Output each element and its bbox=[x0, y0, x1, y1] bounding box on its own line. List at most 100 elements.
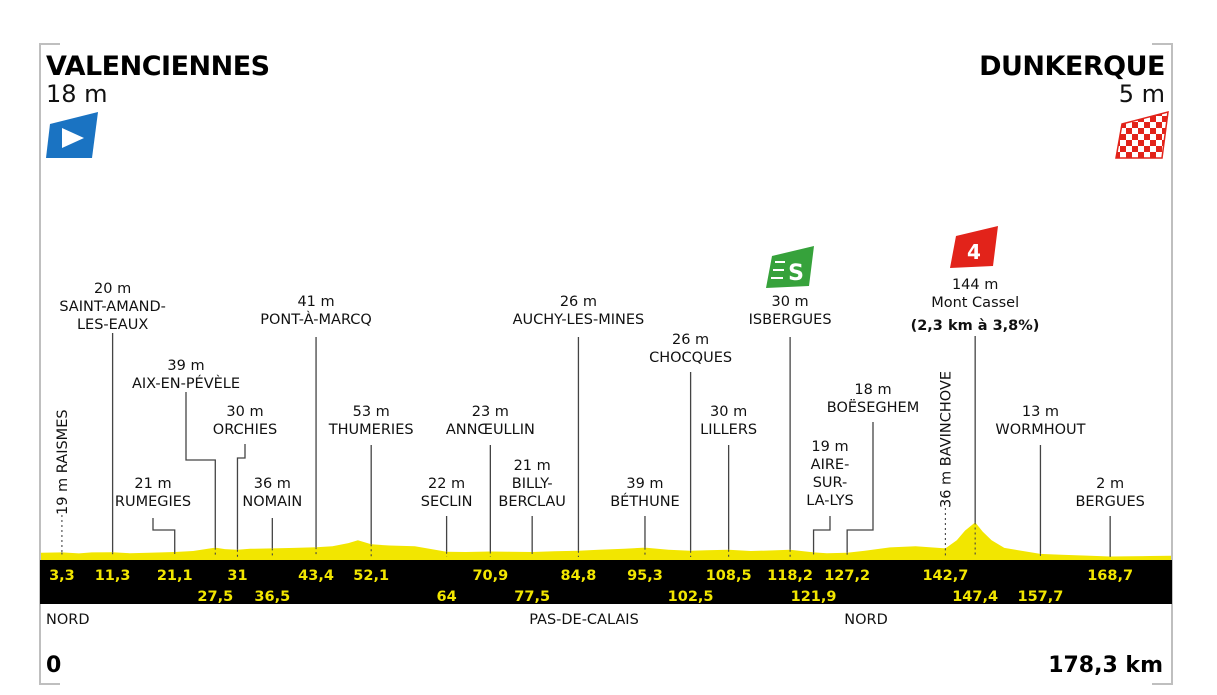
waypoint-altitude: 30 m bbox=[772, 294, 809, 310]
start-town: VALENCIENNES bbox=[46, 51, 270, 82]
start-altitude: 18 m bbox=[46, 80, 108, 108]
waypoint-altitude: 39 m bbox=[167, 358, 204, 374]
waypoint-pole bbox=[185, 392, 216, 548]
waypoint-name: BILLY- bbox=[512, 476, 553, 492]
waypoint-name: BERCLAU bbox=[498, 494, 566, 510]
km-label: 64 bbox=[437, 589, 457, 605]
km-label: 102,5 bbox=[668, 589, 714, 605]
waypoint-altitude: 13 m bbox=[1022, 404, 1059, 420]
waypoint-pole bbox=[846, 422, 874, 553]
waypoint-pole bbox=[152, 518, 176, 552]
waypoint-name: Mont Cassel bbox=[931, 295, 1019, 311]
waypoint-name: AUCHY-LES-MINES bbox=[513, 312, 645, 328]
waypoint-name: ISBERGUES bbox=[749, 312, 832, 328]
finish-flag-check bbox=[1120, 152, 1126, 158]
km-label: 147,4 bbox=[952, 589, 998, 605]
waypoint-name: NOMAIN bbox=[242, 494, 302, 510]
waypoint-name: ANNŒULLIN bbox=[446, 422, 535, 438]
km-label: 84,8 bbox=[561, 568, 597, 584]
km-label: 11,3 bbox=[95, 568, 131, 584]
finish-flag-check bbox=[1144, 140, 1150, 146]
km-label: 77,5 bbox=[514, 589, 550, 605]
waypoint-name: BÉTHUNE bbox=[610, 493, 680, 510]
finish-flag-check bbox=[1156, 140, 1162, 146]
climb-detail: (2,3 km à 3,8%) bbox=[911, 318, 1040, 334]
finish-flag-check bbox=[1162, 112, 1168, 116]
waypoint-vertical-label: 19 m RAISMES bbox=[55, 409, 71, 515]
frame-right bbox=[1152, 43, 1173, 685]
waypoint-altitude: 21 m bbox=[134, 476, 171, 492]
km-ticks bbox=[61, 522, 1111, 557]
climb-category-flag-icon: 4 bbox=[950, 226, 998, 268]
waypoint-altitude: 22 m bbox=[428, 476, 465, 492]
sprint-badge: S bbox=[788, 261, 804, 286]
waypoint-altitude: 26 m bbox=[672, 332, 709, 348]
waypoint-name: THUMERIES bbox=[328, 422, 414, 438]
km-label: 43,4 bbox=[298, 568, 334, 584]
waypoint-altitude: 23 m bbox=[472, 404, 509, 420]
waypoint-name: PONT-À-MARCQ bbox=[260, 311, 372, 328]
waypoint-pole bbox=[812, 516, 831, 553]
finish-flag-check bbox=[1132, 128, 1138, 134]
km-label: 157,7 bbox=[1018, 589, 1064, 605]
waypoint-altitude: 30 m bbox=[710, 404, 747, 420]
waypoint-altitude: 26 m bbox=[560, 294, 597, 310]
km-label: 95,3 bbox=[627, 568, 663, 584]
finish-flag-check bbox=[1156, 152, 1162, 158]
region-nord-start: NORD bbox=[46, 612, 90, 628]
waypoint-poles bbox=[61, 333, 1111, 557]
finish-flag-check bbox=[1132, 152, 1138, 158]
km-label: 168,7 bbox=[1087, 568, 1133, 584]
waypoint-name: RUMEGIES bbox=[115, 494, 191, 510]
region-pas-de-calais: PAS-DE-CALAIS bbox=[529, 612, 639, 628]
km-label: 108,5 bbox=[706, 568, 752, 584]
waypoint-altitude: 20 m bbox=[94, 281, 131, 297]
waypoint-altitude: 36 m bbox=[254, 476, 291, 492]
finish-flag-check bbox=[1138, 146, 1144, 152]
km-label: 70,9 bbox=[472, 568, 508, 584]
waypoint-altitude: 21 m bbox=[514, 458, 551, 474]
start-flag-icon bbox=[46, 112, 98, 158]
waypoint-altitude: 19 m bbox=[811, 439, 848, 455]
finish-flag-check bbox=[1116, 112, 1120, 116]
finish-flag-check bbox=[1150, 134, 1156, 140]
waypoint-name: SUR- bbox=[813, 475, 848, 491]
waypoint-name: SECLIN bbox=[421, 494, 473, 510]
finish-flag-check bbox=[1126, 134, 1132, 140]
elevation-profile-area bbox=[41, 522, 1171, 560]
finish-flag-check bbox=[1150, 122, 1156, 128]
waypoint-vertical-label: 36 m BAVINCHOVE bbox=[938, 371, 954, 508]
finish-flag-check bbox=[1138, 134, 1144, 140]
waypoint-altitude: 2 m bbox=[1096, 476, 1124, 492]
waypoint-altitude: 41 m bbox=[297, 294, 334, 310]
waypoint-altitude: 53 m bbox=[353, 404, 390, 420]
waypoint-name: LES-EAUX bbox=[77, 317, 148, 333]
finish-flag-check bbox=[1116, 122, 1120, 128]
finish-flag-check bbox=[1138, 112, 1144, 116]
waypoint-name: BERGUES bbox=[1075, 494, 1144, 510]
waypoint-name: AIX-EN-PÉVÈLE bbox=[132, 375, 240, 392]
sprint-flag-icon: S bbox=[766, 246, 814, 288]
finish-flag-check bbox=[1150, 146, 1156, 152]
finish-flag-check bbox=[1120, 128, 1126, 134]
finish-flag-check bbox=[1132, 140, 1138, 146]
waypoint-altitude: 18 m bbox=[854, 382, 891, 398]
finish-town: DUNKERQUE bbox=[979, 51, 1165, 82]
km-label: 3,3 bbox=[49, 568, 75, 584]
climb-badge: 4 bbox=[967, 240, 981, 264]
finish-flag-check bbox=[1162, 122, 1168, 128]
finish-flag-check bbox=[1120, 140, 1126, 146]
region-nord-end: NORD bbox=[844, 612, 888, 628]
frame-left bbox=[39, 43, 60, 685]
finish-flag-check bbox=[1138, 122, 1144, 128]
waypoint-altitude: 144 m bbox=[952, 277, 998, 293]
finish-altitude: 5 m bbox=[1119, 80, 1165, 108]
finish-flag-check bbox=[1126, 122, 1132, 128]
finish-flag-check bbox=[1156, 116, 1162, 122]
km-label: 142,7 bbox=[922, 568, 968, 584]
waypoint-name: AIRE- bbox=[811, 457, 850, 473]
total-distance: 178,3 km bbox=[1048, 653, 1163, 678]
